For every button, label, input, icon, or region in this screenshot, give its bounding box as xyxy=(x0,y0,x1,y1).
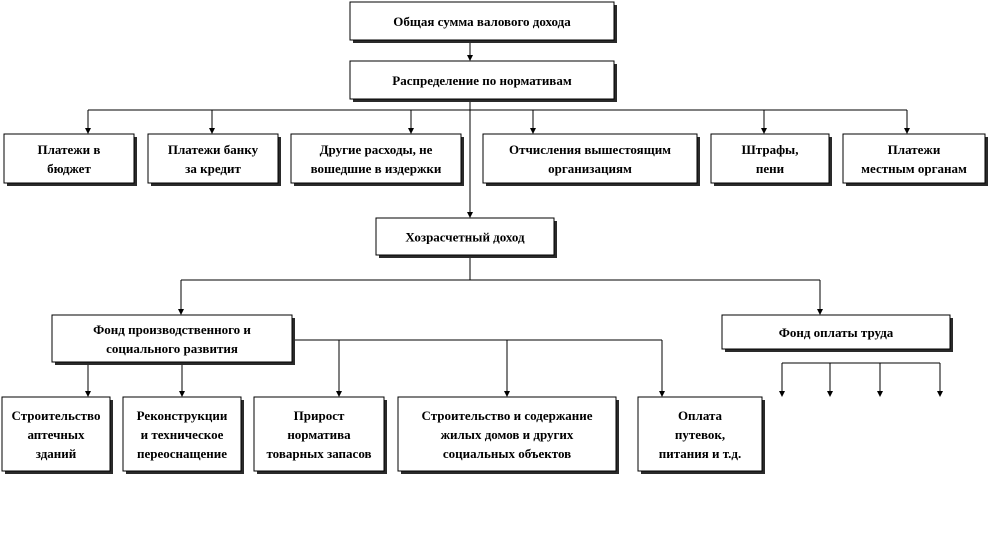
node-label: жилых домов и других xyxy=(441,427,574,442)
arrow-head xyxy=(179,391,185,397)
node-wage-fund: Фонд оплаты труда xyxy=(721,314,953,352)
node-label: бюджет xyxy=(47,161,91,176)
node-box xyxy=(375,217,555,256)
arrow-head xyxy=(209,128,215,134)
node-label: местным органам xyxy=(861,161,967,176)
node-pharmacy-buildings: Строительство аптечных зданий xyxy=(1,396,113,474)
node-label: питания и т.д. xyxy=(659,446,742,461)
connector-lines xyxy=(85,40,943,397)
node-label: норматива xyxy=(287,427,351,442)
node-label: Платежи в xyxy=(38,142,101,157)
node-label: Распределение по нормативам xyxy=(392,73,572,88)
node-box xyxy=(397,396,617,472)
node-label: Оплата xyxy=(678,408,723,423)
arrow-head xyxy=(85,391,91,397)
node-label: вошедшие в издержки xyxy=(311,161,442,176)
arrow-head xyxy=(504,391,510,397)
node-label: и техническое xyxy=(141,427,224,442)
node-budget-payments: Платежи в бюджет xyxy=(3,133,137,186)
node-label: социального развития xyxy=(106,341,238,356)
node-label: организациям xyxy=(548,161,632,176)
node-box xyxy=(147,133,279,184)
arrow-head xyxy=(336,391,342,397)
node-label: Общая сумма валового дохода xyxy=(393,14,571,29)
arrow-head xyxy=(827,391,833,397)
node-label: Платежи xyxy=(888,142,941,157)
node-label: товарных запасов xyxy=(266,446,371,461)
node-label: Фонд производственного и xyxy=(93,322,251,337)
arrow-head xyxy=(467,55,473,61)
node-label: путевок, xyxy=(675,427,725,442)
node-box xyxy=(482,133,698,184)
node-higher-org-deductions: Отчисления вышестоящим организациям xyxy=(482,133,700,186)
node-vouchers-meals: Оплата путевок, питания и т.д. xyxy=(637,396,765,474)
node-box xyxy=(710,133,830,184)
node-other-expenses: Другие расходы, не вошедшие в издержки xyxy=(290,133,464,186)
node-label: Штрафы, xyxy=(742,142,799,157)
node-fines-penalties: Штрафы, пени xyxy=(710,133,832,186)
node-box xyxy=(290,133,462,184)
arrow-head xyxy=(877,391,883,397)
node-label: Фонд оплаты труда xyxy=(779,325,894,340)
node-housing-social-objects: Строительство и содержание жилых домов и … xyxy=(397,396,619,474)
arrow-head xyxy=(408,128,414,134)
arrow-head xyxy=(817,309,823,315)
node-label: социальных объектов xyxy=(443,446,571,461)
node-label: Строительство xyxy=(12,408,101,423)
node-box xyxy=(253,396,385,472)
node-box xyxy=(842,133,986,184)
node-bank-credit-payments: Платежи банку за кредит xyxy=(147,133,281,186)
node-box xyxy=(349,60,615,100)
node-label: Отчисления вышестоящим xyxy=(509,142,671,157)
arrow-head xyxy=(659,391,665,397)
arrow-head xyxy=(530,128,536,134)
node-reconstruction: Реконструкции и техническое переоснащение xyxy=(122,396,244,474)
node-box xyxy=(349,1,615,41)
arrow-head xyxy=(761,128,767,134)
node-label: Реконструкции xyxy=(137,408,228,423)
arrow-head xyxy=(937,391,943,397)
arrow-head xyxy=(467,212,473,218)
node-box xyxy=(3,133,135,184)
node-inventory-growth: Прирост норматива товарных запасов xyxy=(253,396,387,474)
node-label: Прирост xyxy=(294,408,345,423)
node-label: за кредит xyxy=(185,161,241,176)
node-normative-distribution: Распределение по нормативам xyxy=(349,60,617,102)
node-self-financing-income: Хозрасчетный доход xyxy=(375,217,557,258)
arrow-head xyxy=(779,391,785,397)
node-box xyxy=(1,396,111,472)
node-local-authority-payments: Платежи местным органам xyxy=(842,133,988,186)
flowchart-nodes: Общая сумма валового доходаРаспределение… xyxy=(1,1,988,474)
node-label: Платежи банку xyxy=(168,142,259,157)
node-box xyxy=(637,396,763,472)
arrow-head xyxy=(178,309,184,315)
node-label: Хозрасчетный доход xyxy=(405,230,525,245)
node-total-gross-income: Общая сумма валового дохода xyxy=(349,1,617,43)
arrow-head xyxy=(904,128,910,134)
node-box xyxy=(721,314,951,350)
node-label: аптечных xyxy=(27,427,85,442)
node-box xyxy=(51,314,293,363)
node-label: Строительство и содержание xyxy=(421,408,592,423)
arrow-head xyxy=(85,128,91,134)
node-box xyxy=(122,396,242,472)
node-label: зданий xyxy=(36,446,77,461)
node-production-social-fund: Фонд производственного и социального разв… xyxy=(51,314,295,365)
node-label: пени xyxy=(756,161,785,176)
node-label: переоснащение xyxy=(137,446,227,461)
node-label: Другие расходы, не xyxy=(320,142,433,157)
